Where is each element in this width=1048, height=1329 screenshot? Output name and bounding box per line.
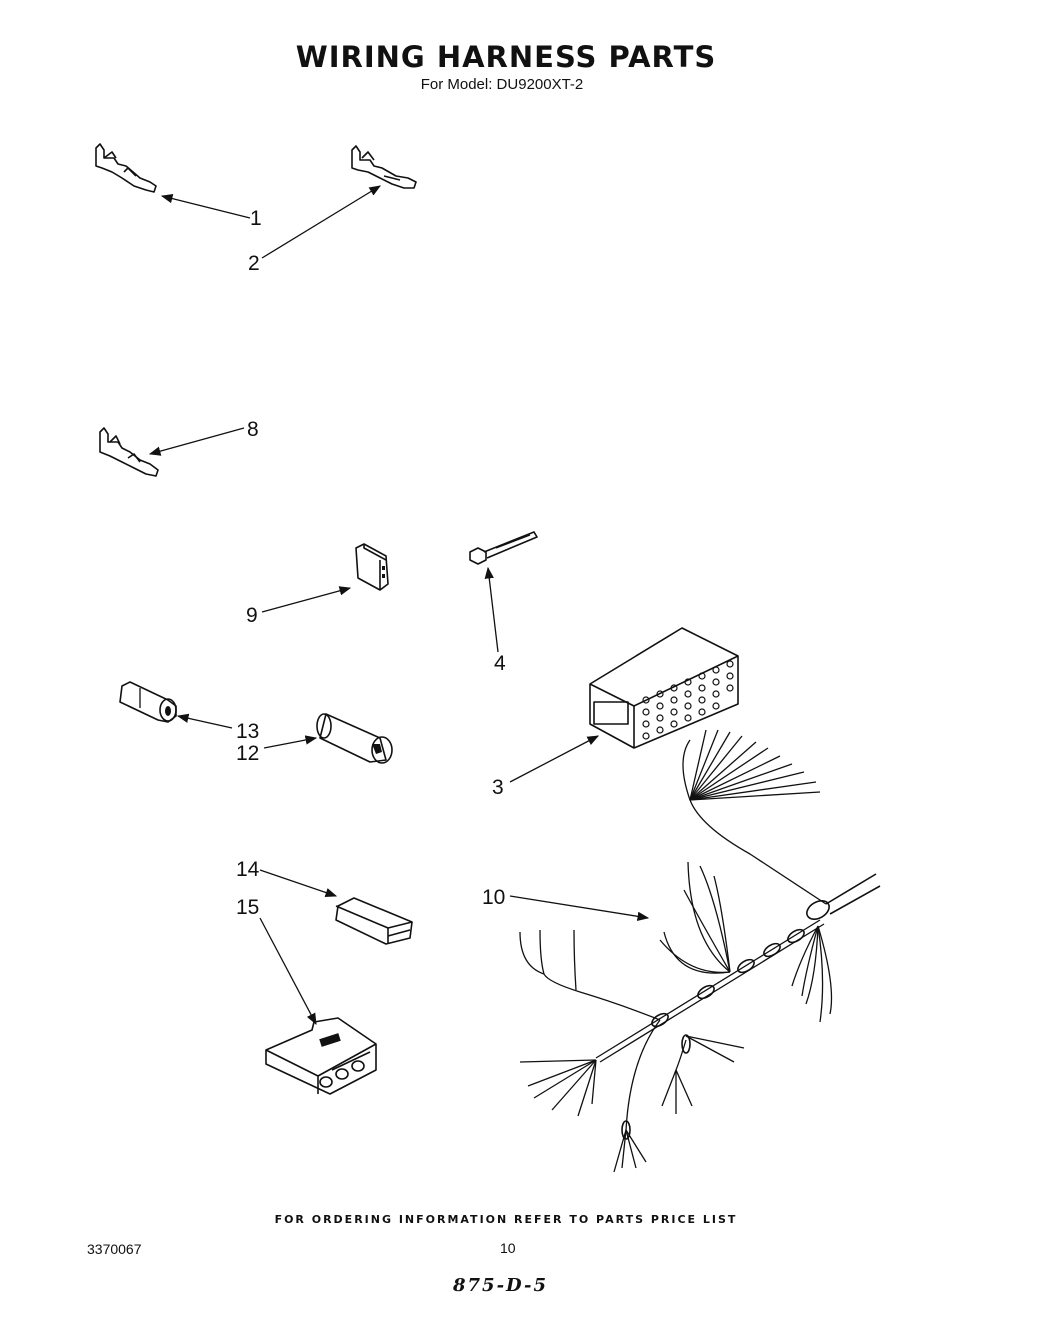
part-2-terminal [351, 145, 417, 189]
callout-8: 8 [247, 418, 259, 441]
callout-14: 14 [236, 858, 260, 881]
handwritten-code: 875-D-5 [453, 1275, 548, 1296]
part-12-sleeve [316, 713, 393, 764]
part-8-terminal [99, 427, 159, 477]
leader-line-1 [160, 194, 251, 219]
part-10-wiring-harness [519, 729, 881, 1173]
callout-15: 15 [236, 896, 259, 919]
model-subtitle: For Model: DU9200XT-2 [420, 76, 584, 93]
callout-10: 10 [482, 886, 505, 909]
callout-2: 2 [248, 252, 260, 275]
callout-9: 9 [246, 604, 258, 627]
part-15-connector-housing [265, 1017, 377, 1095]
part-9-connector-housing [355, 543, 389, 591]
leader-line-14 [259, 869, 338, 898]
page-number: 10 [500, 1240, 516, 1256]
leader-line-9 [261, 586, 352, 613]
trunk-splices [651, 928, 805, 1028]
part-13-wire-connector [119, 681, 177, 723]
part-1-terminal [95, 143, 157, 193]
part-4-cable-tie [469, 531, 538, 565]
document-number: 3370067 [87, 1241, 142, 1257]
leader-line-2 [261, 185, 381, 259]
part-14-connector [335, 897, 413, 945]
part-3-terminal-block [589, 627, 739, 749]
callout-1: 1 [250, 207, 262, 230]
leader-line-15 [259, 917, 317, 1026]
ordering-note: FOR ORDERING INFORMATION REFER TO PARTS … [274, 1213, 738, 1226]
callout-13: 13 [236, 720, 259, 743]
leader-line-12 [263, 735, 318, 749]
leader-line-4 [484, 566, 499, 653]
leader-line-13 [176, 713, 233, 729]
leader-line-3 [509, 735, 600, 783]
callout-4: 4 [494, 652, 506, 675]
callout-3: 3 [492, 776, 504, 799]
block-cavities [642, 660, 734, 740]
leader-line-8 [148, 427, 245, 456]
page-title: WIRING HARNESS PARTS [295, 40, 717, 74]
callout-12: 12 [236, 742, 259, 765]
leader-line-10 [509, 895, 650, 921]
